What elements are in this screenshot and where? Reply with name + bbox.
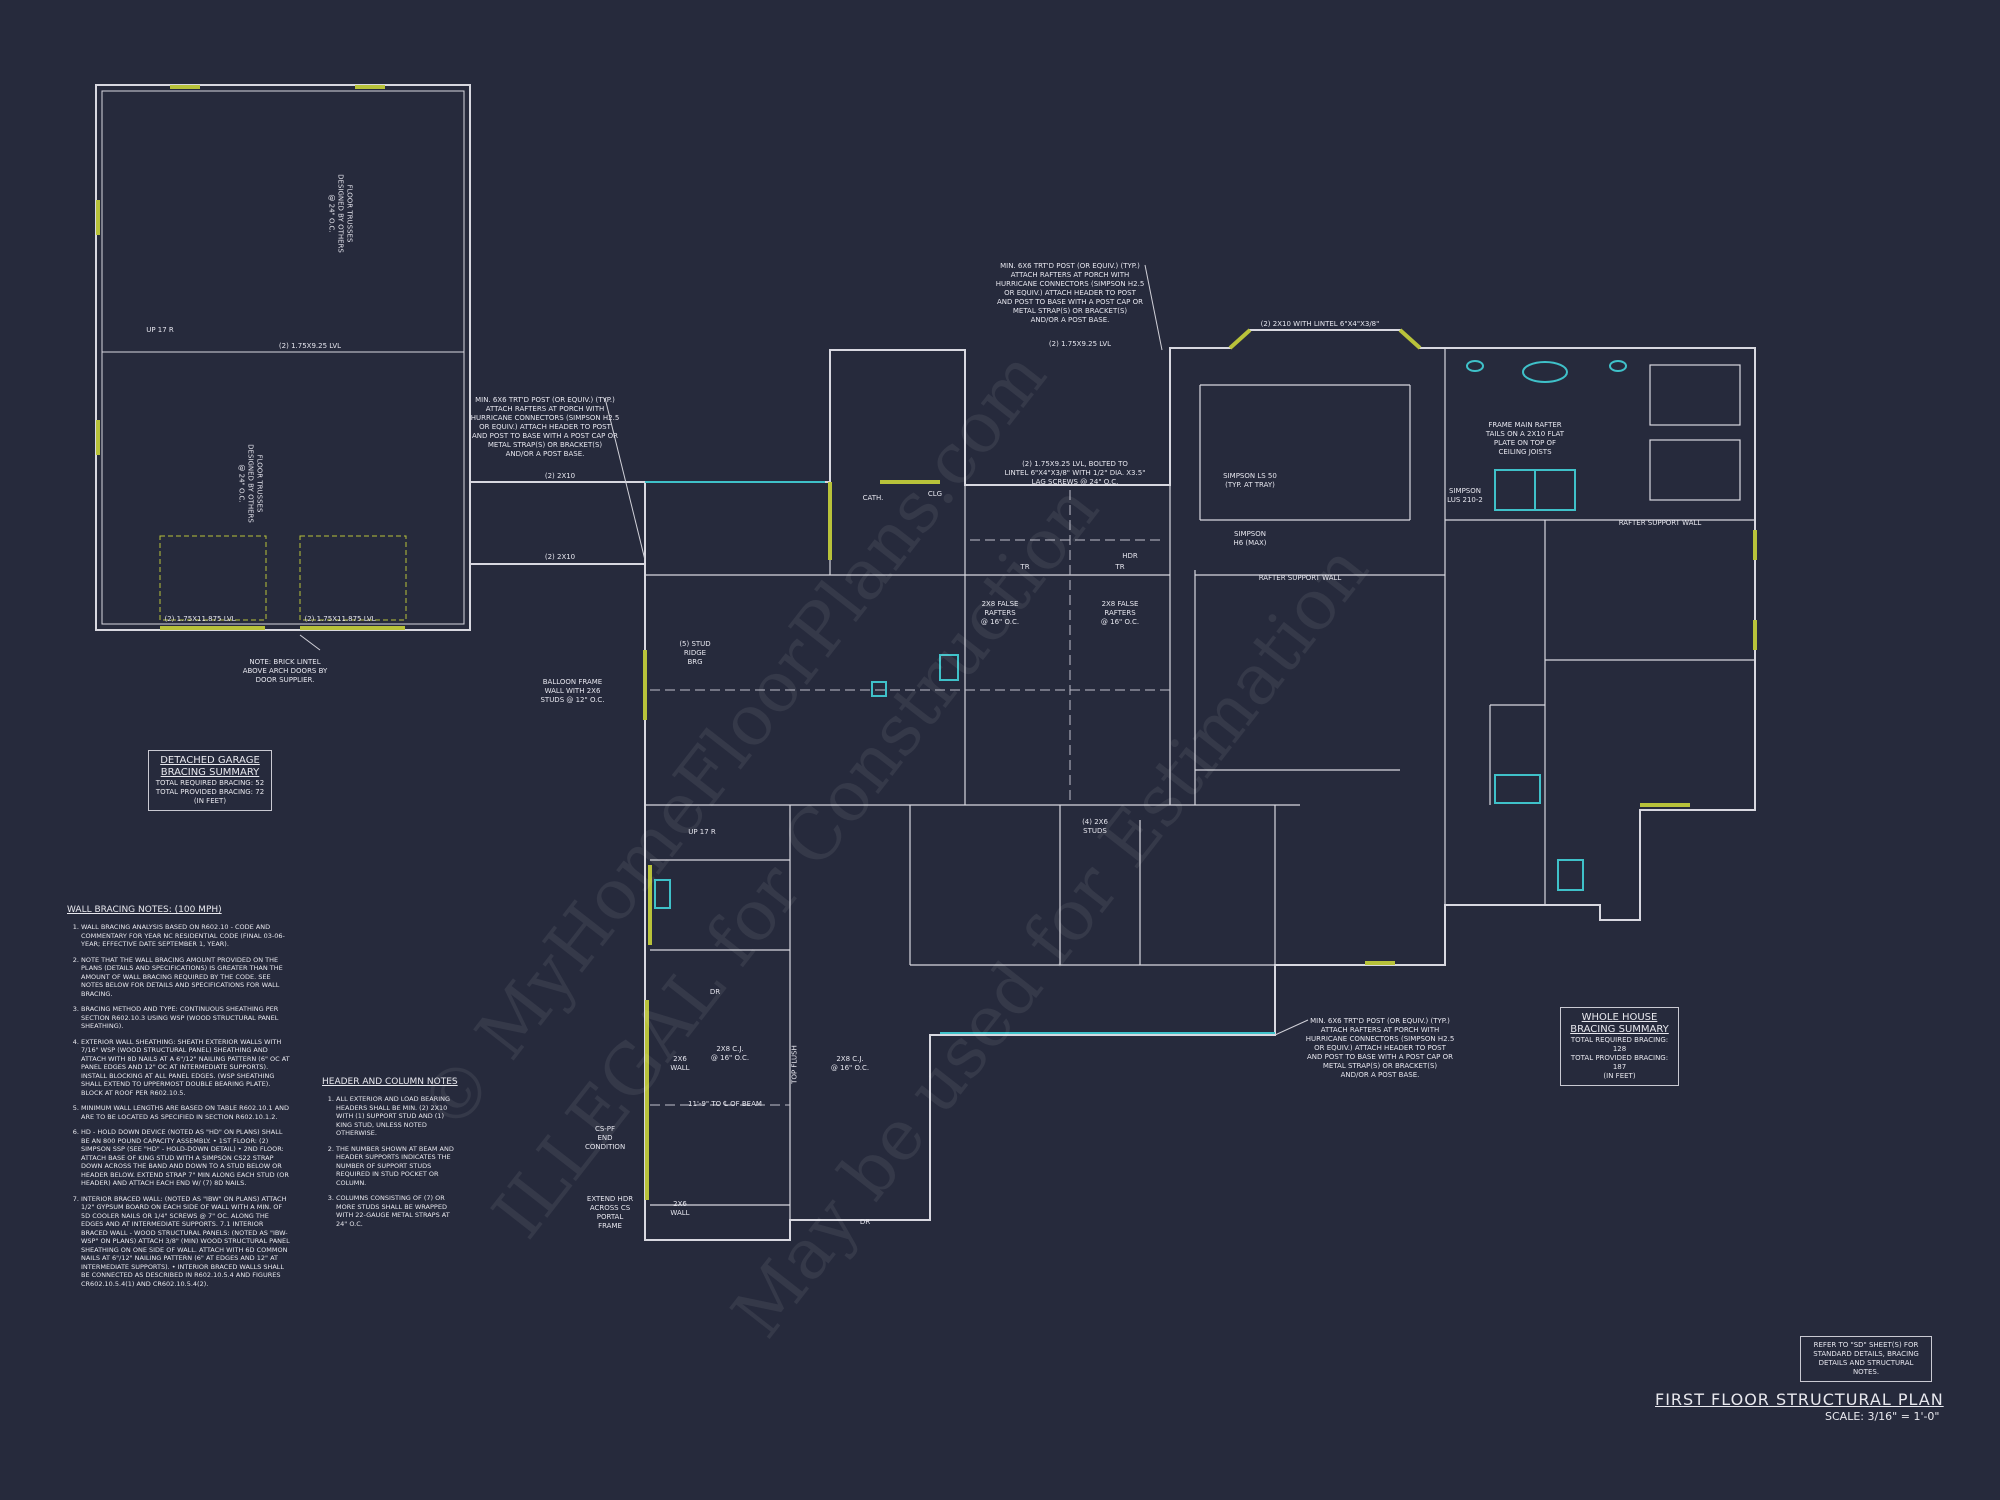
note-item: COLUMNS CONSISTING OF (7) OR MORE STUDS … (336, 1194, 462, 1228)
provided-bracing: TOTAL PROVIDED BRACING: 72 (155, 788, 265, 796)
wall-bracing-notes-title: WALL BRACING NOTES: (100 MPH) (67, 905, 222, 915)
cathedral-label: CATH. (862, 494, 884, 502)
hdr-label: HDR (1122, 552, 1138, 560)
stair-label: UP 17 R (688, 828, 716, 836)
ceiling-joist-label: 2x8 C.J. @ 16" O.C. (830, 1055, 870, 1072)
ceiling-joist-label: 2x8 C.J. @ 16" O.C. (710, 1045, 750, 1062)
rafter-support-wall-label: RAFTER SUPPORT WALL (1258, 574, 1342, 582)
brick-lintel-note: NOTE: BRICK LINTEL ABOVE ARCH DOORS BY D… (242, 658, 328, 684)
note-item: NOTE THAT THE WALL BRACING AMOUNT PROVID… (81, 956, 292, 999)
summary-heading: DETACHED GARAGE (160, 755, 260, 766)
header-column-notes: HEADER AND COLUMN NOTES ALL EXTERIOR AND… (322, 1077, 462, 1235)
header-column-notes-title: HEADER AND COLUMN NOTES (322, 1077, 458, 1087)
header-label: (2) 2x10 (544, 472, 576, 480)
note-item: INTERIOR BRACED WALL: (NOTED AS "IBW" ON… (81, 1195, 292, 1289)
floor-trusses-note: FLOOR TRUSSES DESIGNED BY OTHERS @ 24" O… (327, 174, 354, 253)
simpson-ls50-note: SIMPSON LS 50 (TYP. AT TRAY) (1223, 472, 1277, 489)
garage-outline (95, 84, 471, 631)
header-label: (2) 1.75x11.875 LVL (164, 615, 236, 623)
lintel-note: (2) 1.75x9.25 LVL, BOLTED TO LINTEL 6"x4… (1004, 460, 1146, 486)
note-item: MINIMUM WALL LENGTHS ARE BASED ON TABLE … (81, 1104, 292, 1121)
note-item: WALL BRACING ANALYSIS BASED ON R602.10 -… (81, 923, 292, 949)
frame-rafter-note: FRAME MAIN RAFTER TAILS ON A 2x10 FLAT P… (1485, 421, 1565, 456)
header-label: (2) 2x10 WITH LINTEL 6"x4"x3/8" (1260, 320, 1380, 328)
refer-sd-note: REFER TO "SD" SHEET(S) FOR STANDARD DETA… (1800, 1336, 1932, 1382)
house-bracing-summary: WHOLE HOUSE BRACING SUMMARY TOTAL REQUIR… (1560, 1007, 1679, 1086)
dr-label: DR (709, 988, 721, 996)
summary-heading: WHOLE HOUSE (1581, 1012, 1658, 1023)
house-outline (644, 329, 1756, 1241)
garage-bracing-summary: DETACHED GARAGE BRACING SUMMARY TOTAL RE… (148, 750, 272, 811)
studs-label: (4) 2x6 STUDS (1082, 818, 1108, 835)
provided-bracing: TOTAL PROVIDED BRACING: 187 (1570, 1054, 1669, 1071)
false-rafters-label: 2x8 FALSE RAFTERS @ 16" O.C. (980, 600, 1020, 626)
tr-label: TR (1020, 563, 1030, 571)
false-rafters-label: 2x8 FALSE RAFTERS @ 16" O.C. (1100, 600, 1140, 626)
wall-label: 2x6 WALL (670, 1055, 690, 1072)
header-label: (2) 1.75x9.25 LVL (278, 342, 342, 350)
top-flush-label: TOP FLUSH (790, 1045, 799, 1084)
header-label: (2) 1.75x11.875 LVL (304, 615, 376, 623)
summary-heading: BRACING SUMMARY (1570, 1024, 1669, 1035)
floor-trusses-note: FLOOR TRUSSES DESIGNED BY OTHERS @ 24" O… (237, 444, 264, 523)
note-item: THE NUMBER SHOWN AT BEAM AND HEADER SUPP… (336, 1145, 462, 1188)
ceiling-label: CLG (927, 490, 943, 498)
summary-heading: BRACING SUMMARY (160, 767, 260, 778)
porch-post-callout: MIN. 6x6 TRT'D POST (OR EQUIV.) (TYP.) A… (995, 262, 1145, 324)
tr-label: TR (1115, 563, 1125, 571)
header-label: (2) 1.75x9.25 LVL (1048, 340, 1112, 348)
stair-label: UP 17 R (146, 326, 174, 334)
dr-label: DR (859, 1218, 871, 1226)
note-item: BRACING METHOD AND TYPE: CONTINUOUS SHEA… (81, 1005, 292, 1031)
header-label: (2) 2x10 (544, 553, 576, 561)
porch-post-callout: MIN. 6x6 TRT'D POST (OR EQUIV.) (TYP.) A… (470, 396, 620, 458)
required-bracing: TOTAL REQUIRED BRACING: 52 (155, 779, 265, 787)
beam-label: 11'-9" TO ℄ OF BEAM (688, 1100, 762, 1108)
note-item: HD - HOLD DOWN DEVICE (NOTED AS "HD" ON … (81, 1128, 292, 1188)
sheet-scale: SCALE: 3/16" = 1'-0" (1825, 1410, 1940, 1423)
units: (IN FEET) (193, 797, 227, 805)
units: (IN FEET) (1603, 1072, 1636, 1080)
cs-pf-note: CS-PF END CONDITION (585, 1125, 626, 1151)
sheet-title: FIRST FLOOR STRUCTURAL PLAN (1655, 1390, 1944, 1409)
required-bracing: TOTAL REQUIRED BRACING: 128 (1570, 1036, 1669, 1053)
wall-label: 2x6 WALL (670, 1200, 690, 1217)
simpson-lus-note: SIMPSON LUS 210-2 (1447, 487, 1483, 504)
stud-ridge-label: (5) STUD RIDGE BRG (679, 640, 711, 666)
note-item: ALL EXTERIOR AND LOAD BEARING HEADERS SH… (336, 1095, 462, 1138)
wall-bracing-notes: WALL BRACING NOTES: (100 MPH) WALL BRACI… (67, 905, 292, 1295)
extend-header-note: EXTEND HDR ACROSS CS PORTAL FRAME (586, 1195, 634, 1230)
balloon-frame-note: BALLOON FRAME WALL WITH 2x6 STUDS @ 12" … (540, 678, 605, 704)
rafter-support-wall-label: RAFTER SUPPORT WALL (1618, 519, 1702, 527)
porch-post-callout: MIN. 6x6 TRT'D POST (OR EQUIV.) (TYP.) A… (1305, 1017, 1455, 1079)
simpson-h6-note: SIMPSON H6 (MAX) (1233, 530, 1267, 547)
note-item: EXTERIOR WALL SHEATHING: SHEATH EXTERIOR… (81, 1038, 292, 1098)
